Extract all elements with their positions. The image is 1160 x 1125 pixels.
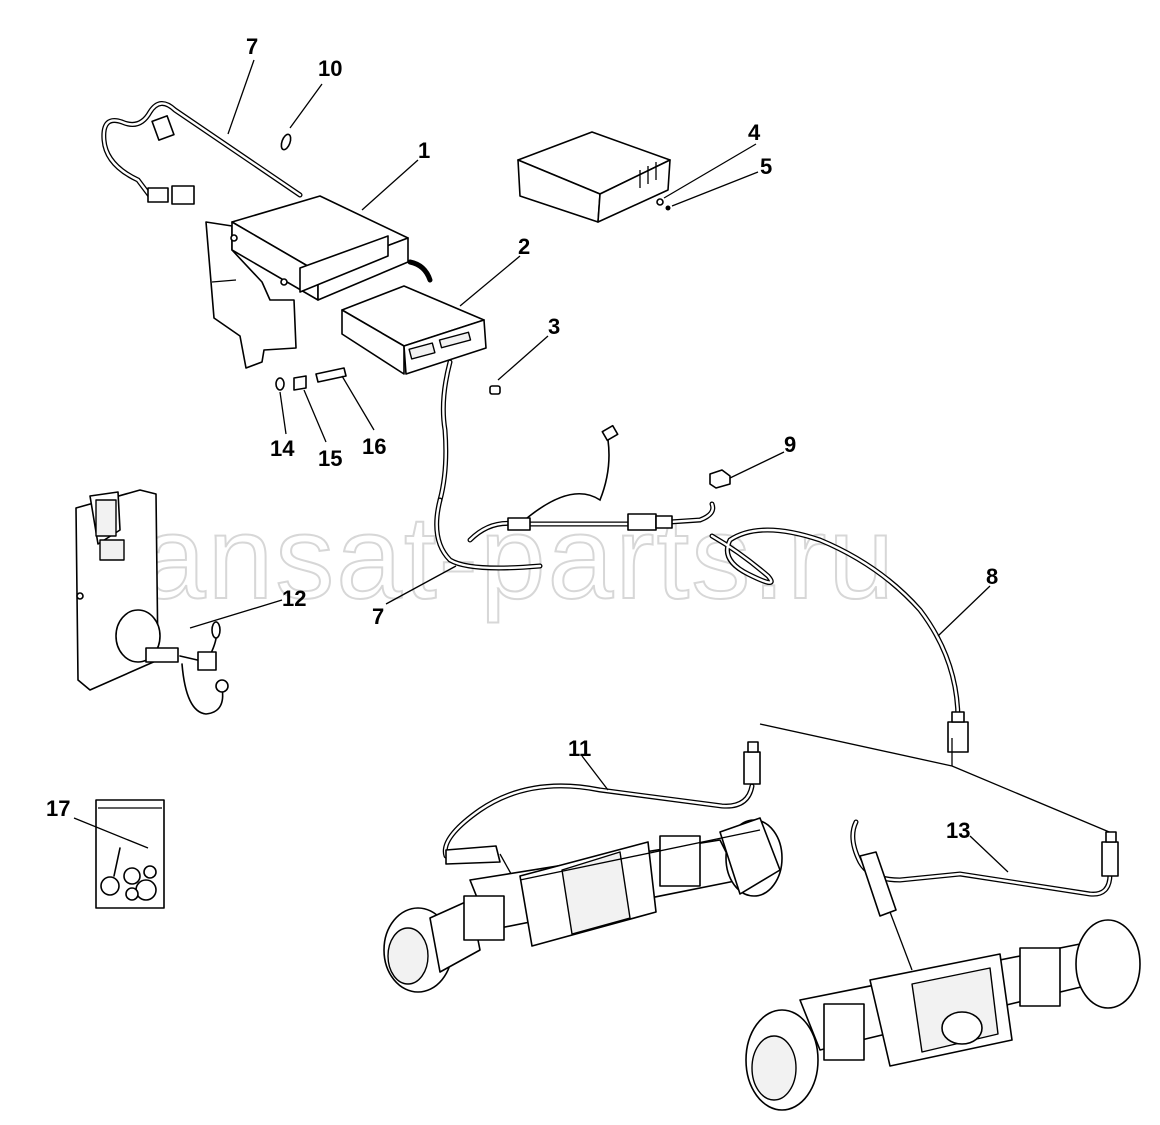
part-17-parts-bag bbox=[95, 799, 165, 909]
callout-5: 5 bbox=[760, 154, 772, 179]
callout-15: 15 bbox=[318, 446, 342, 471]
callout-2: 2 bbox=[518, 234, 530, 259]
part-4-module-box bbox=[517, 131, 671, 223]
callout-1: 1 bbox=[418, 138, 430, 163]
part-5-nut bbox=[665, 205, 671, 211]
part-8-harness bbox=[709, 527, 969, 753]
callout-12: 12 bbox=[282, 586, 306, 611]
front-axle bbox=[383, 817, 783, 993]
callout-14: 14 bbox=[270, 436, 295, 461]
part-7-lower-harness bbox=[434, 424, 716, 571]
part-9-connector bbox=[709, 469, 731, 489]
callout-9: 9 bbox=[784, 432, 796, 457]
part-13-sensor-cable bbox=[759, 723, 1119, 971]
callout-11: 11 bbox=[568, 736, 591, 761]
callout-16: 16 bbox=[362, 434, 386, 459]
callouts: 7 10 1 4 5 2 3 14 15 16 9 12 7 8 11 17 1… bbox=[46, 34, 998, 843]
callout-10: 10 bbox=[318, 56, 342, 81]
part-12-bracket bbox=[75, 489, 229, 715]
rear-axle bbox=[745, 919, 1141, 1111]
callout-13: 13 bbox=[946, 818, 970, 843]
part-7-upper-harness bbox=[101, 101, 433, 283]
callout-7-top: 7 bbox=[246, 34, 258, 59]
callout-7-bottom: 7 bbox=[372, 604, 384, 629]
part-11-sensor-cable bbox=[442, 741, 761, 891]
leader-lines bbox=[73, 59, 1009, 873]
watermark: ansat-parts.ru bbox=[140, 492, 896, 624]
callout-3: 3 bbox=[548, 314, 560, 339]
callout-17: 17 bbox=[46, 796, 70, 821]
part-2-control-unit bbox=[341, 285, 487, 503]
part-14-washer bbox=[275, 377, 285, 391]
part-4-washer bbox=[656, 198, 664, 206]
part-16-bolt bbox=[315, 367, 347, 383]
callout-8: 8 bbox=[986, 564, 998, 589]
fastener-set bbox=[275, 367, 347, 391]
part-1-bracket-holder bbox=[205, 195, 409, 369]
part-3-plug bbox=[489, 385, 501, 395]
part-10-ring bbox=[280, 133, 292, 151]
part-15-nut bbox=[293, 375, 307, 391]
callout-4: 4 bbox=[748, 120, 761, 145]
